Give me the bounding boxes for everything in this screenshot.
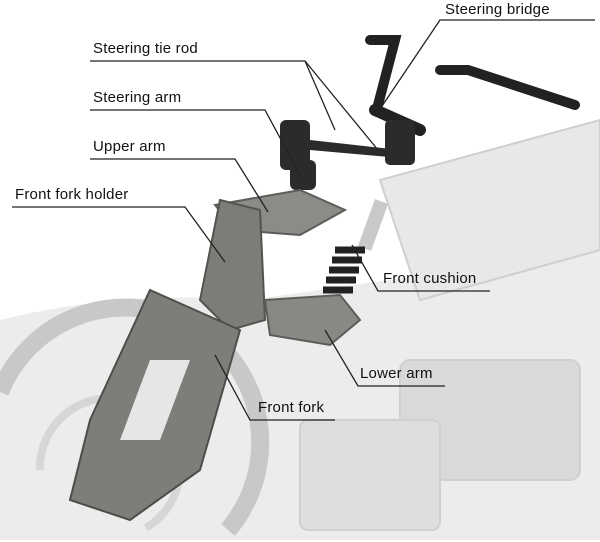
leader-lines [12,19,595,421]
lower-arm-shape [263,293,362,347]
label-front-fork-holder: Front fork holder [15,186,129,203]
cushion-shape [323,199,389,294]
label-steering-arm: Steering arm [93,89,182,106]
label-steering-tie-rod: Steering tie rod [93,40,198,57]
label-front-fork: Front fork [258,399,325,416]
label-front-cushion: Front cushion [383,270,477,287]
handlebar [365,35,580,136]
label-lower-arm: Lower arm [360,365,433,382]
label-steering-bridge: Steering bridge [445,1,550,18]
label-upper-arm: Upper arm [93,138,166,155]
steering-parts [280,120,415,190]
fork-holder-shape [198,198,267,332]
